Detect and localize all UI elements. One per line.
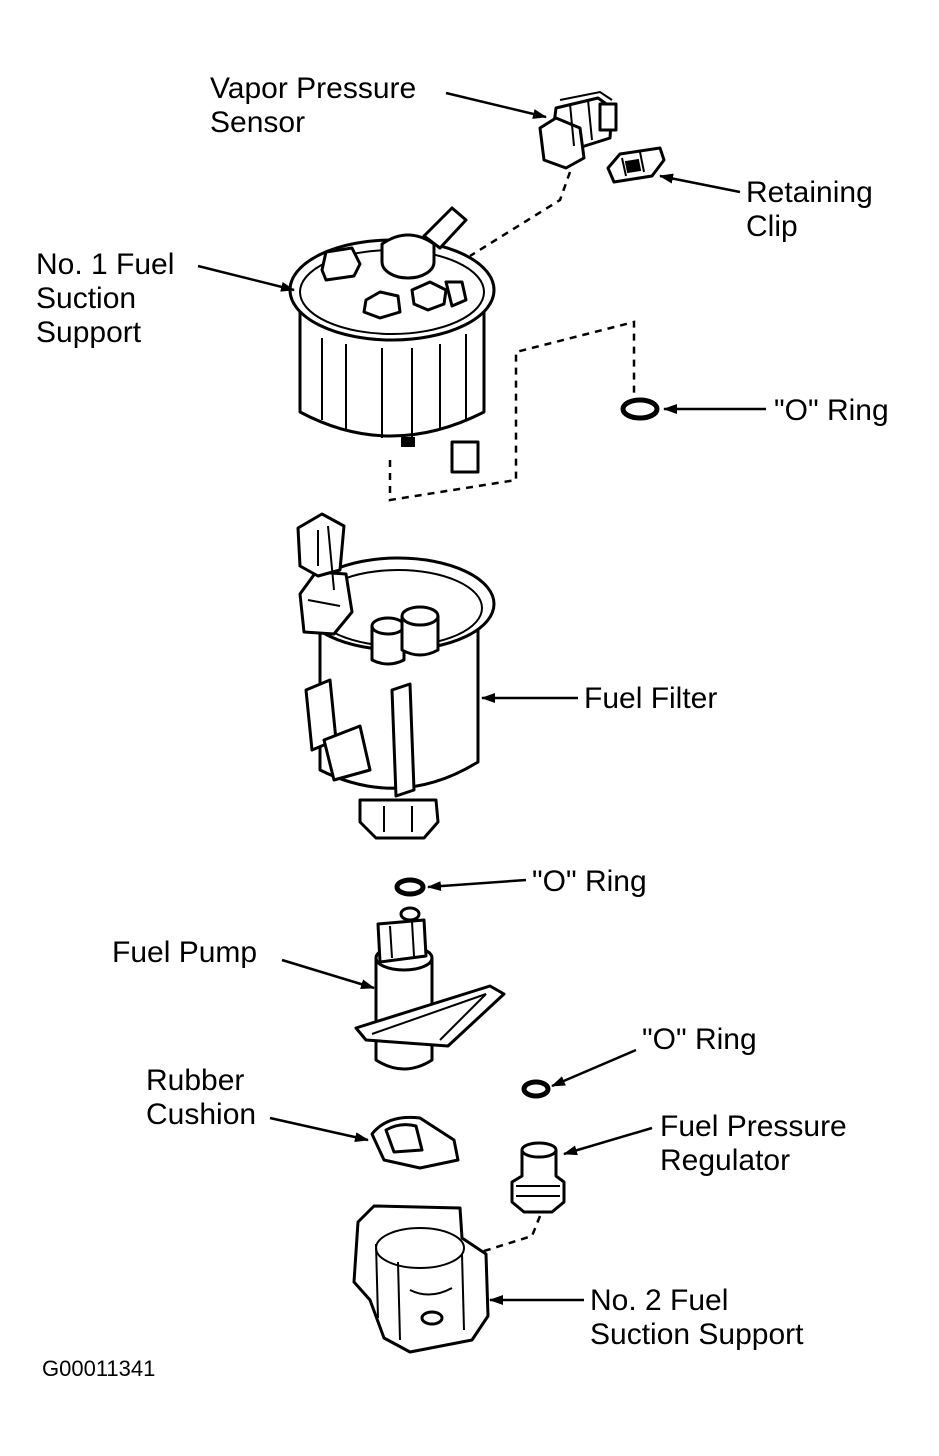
label-o-ring-bottom: "O" Ring (642, 1023, 757, 1056)
label-fuel-pressure-regulator: Fuel Pressure Regulator (660, 1110, 847, 1178)
no2-fuel-suction-support-part (352, 1204, 490, 1354)
label-o-ring-middle: "O" Ring (532, 865, 647, 898)
label-line: No. 2 Fuel (590, 1284, 729, 1317)
no1-fuel-suction-support-part (288, 206, 496, 474)
label-line: Retaining (746, 176, 873, 209)
label-line: Cushion (146, 1098, 257, 1131)
label-rubber-cushion: Rubber Cushion (146, 1064, 256, 1132)
label-line: Suction Support (590, 1318, 804, 1351)
fuel-filter-part (296, 512, 496, 840)
figure-id: G00011341 (42, 1356, 156, 1381)
label-vapor-pressure-sensor: Vapor Pressure Sensor (210, 72, 416, 140)
label-line: Clip (746, 210, 798, 243)
label-o-ring-top: "O" Ring (774, 394, 889, 427)
o-ring-top-part (620, 397, 660, 421)
o-ring-bottom-part (521, 1079, 551, 1099)
label-no2-fuel-suction-support: No. 2 Fuel Suction Support (590, 1284, 803, 1352)
label-line: No. 1 Fuel (36, 248, 175, 281)
label-line: Suction (36, 282, 137, 315)
label-line: Rubber (146, 1064, 245, 1097)
retaining-clip-part (606, 146, 666, 184)
label-line: Sensor (210, 106, 306, 139)
label-line: Support (36, 316, 142, 349)
label-retaining-clip: Retaining Clip (746, 176, 873, 244)
rubber-cushion-part (370, 1115, 460, 1170)
label-no1-fuel-suction-support: No. 1 Fuel Suction Support (36, 248, 174, 350)
label-fuel-filter: Fuel Filter (584, 682, 718, 715)
fuel-pressure-regulator-part (510, 1141, 566, 1214)
vapor-pressure-sensor-part (538, 90, 618, 170)
label-line: Vapor Pressure (210, 72, 417, 105)
label-fuel-pump: Fuel Pump (112, 936, 258, 969)
o-ring-middle-part (394, 877, 426, 897)
label-line: Regulator (660, 1144, 791, 1177)
fuel-pump-part (354, 906, 506, 1071)
label-line: Fuel Pressure (660, 1110, 847, 1143)
leader-lines (197, 91, 766, 1305)
